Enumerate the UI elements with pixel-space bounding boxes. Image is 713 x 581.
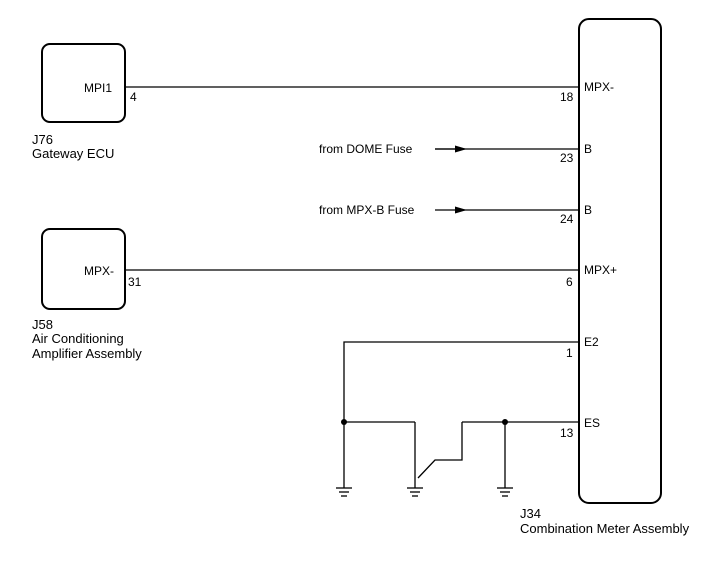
ground-left-icon [336, 487, 352, 497]
power-source-dome-fuse: from DOME Fuse [319, 142, 413, 156]
ac-amplifier-box [41, 228, 126, 310]
wire-ground-switch [417, 422, 463, 479]
ac-amplifier-pin: 31 [128, 275, 142, 289]
power-source-mpxb-fuse: from MPX-B Fuse [319, 203, 415, 217]
wire-e2-ground [343, 341, 579, 488]
combination-meter-box [578, 18, 662, 504]
gateway-ecu-code: J76 [32, 132, 53, 147]
meter-pin-23: 23 [560, 151, 574, 165]
ground-right-icon [497, 487, 513, 497]
meter-terminal-mpx-minus: MPX- [584, 80, 614, 94]
combination-meter-name: Combination Meter Assembly [520, 521, 690, 536]
gateway-ecu-pin: 4 [130, 90, 137, 104]
meter-pin-1: 1 [566, 346, 573, 360]
meter-terminal-e2: E2 [584, 335, 599, 349]
meter-pin-24: 24 [560, 212, 574, 226]
ac-amplifier-terminal-name: MPX- [84, 264, 114, 278]
junction-dot-left [341, 419, 347, 425]
meter-terminal-b-1: B [584, 142, 592, 156]
ac-amplifier-code: J58 [32, 317, 53, 332]
meter-terminal-es: ES [584, 416, 600, 430]
gateway-ecu-box [41, 43, 126, 123]
ground-middle-icon [407, 487, 423, 497]
meter-pin-18: 18 [560, 90, 574, 104]
combination-meter-code: J34 [520, 506, 541, 521]
junction-dot-right [502, 419, 508, 425]
meter-terminal-mpx-plus: MPX+ [584, 263, 617, 277]
ac-amplifier-name-line2: Amplifier Assembly [32, 346, 142, 361]
meter-pin-6: 6 [566, 275, 573, 289]
gateway-ecu-name: Gateway ECU [32, 146, 114, 161]
arrow-dome-fuse-icon [455, 145, 467, 153]
meter-terminal-b-2: B [584, 203, 592, 217]
meter-pin-13: 13 [560, 426, 574, 440]
arrow-mpxb-fuse-icon [455, 206, 467, 214]
ac-amplifier-name-line1: Air Conditioning [32, 331, 124, 346]
gateway-ecu-terminal-name: MPI1 [84, 81, 112, 95]
